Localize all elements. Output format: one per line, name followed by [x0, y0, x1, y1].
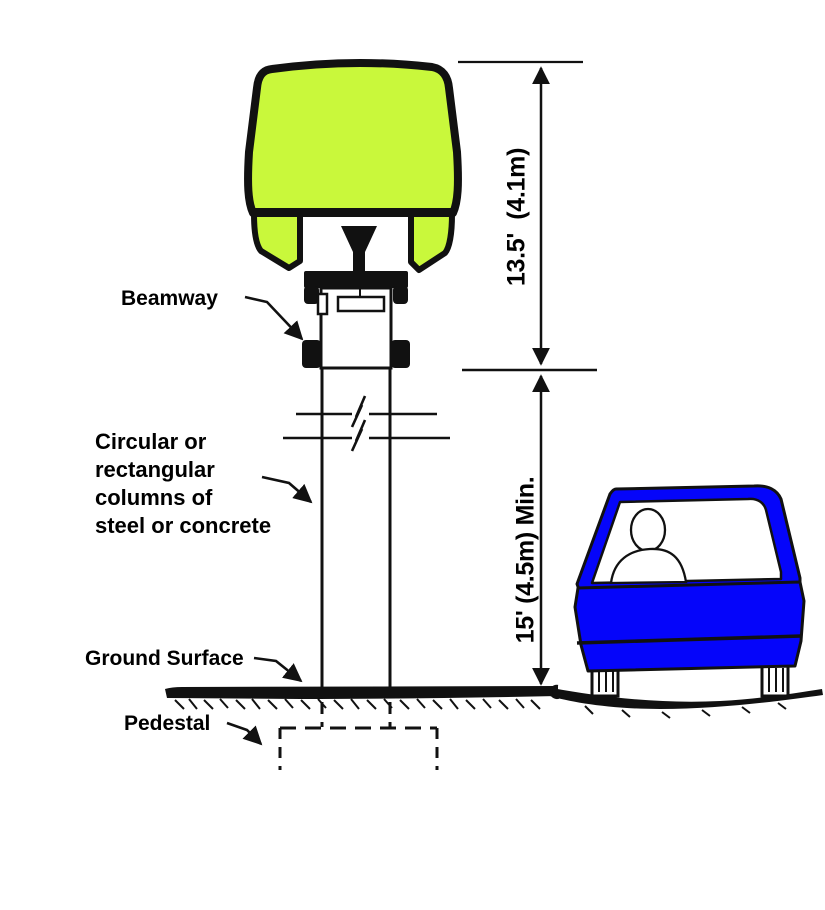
- beamway: [302, 271, 410, 370]
- car-body: [573, 580, 806, 673]
- beamway-top-flange: [304, 271, 408, 288]
- dimension-upper-text: 13.5' (4.1m): [502, 147, 531, 287]
- column-label-line-4: steel or concrete: [95, 513, 272, 538]
- ground-sketch-right: [550, 688, 823, 709]
- support-column: [320, 368, 392, 690]
- beamway-bottom-lug-left: [302, 340, 321, 368]
- leader-arrows: [226, 295, 313, 746]
- pedestal-label: Pedestal: [124, 712, 211, 735]
- break-zigzag-upper: [350, 395, 367, 428]
- ground-hatching: [174, 698, 541, 710]
- driver-torso: [609, 547, 688, 585]
- vehicle-guide-funnel: [341, 226, 377, 274]
- beamway-bottom-lug-right: [391, 340, 410, 368]
- dimension-lower-text: 15' (4.5m) Min.: [511, 476, 540, 644]
- column-label: Circular or rectangular columns of steel…: [95, 428, 271, 540]
- beamway-flange-lug-right: [393, 286, 408, 304]
- dimension-lower: [462, 368, 597, 686]
- column-break-symbol: [283, 395, 450, 452]
- beamway-detail-plate: [336, 295, 386, 313]
- ground-leader-arrow: [253, 656, 303, 683]
- vehicle-body: [244, 58, 462, 217]
- vehicle-skirt-right: [408, 211, 455, 273]
- monorail-vehicle: [244, 58, 462, 274]
- driver-head: [629, 507, 667, 553]
- column-label-line-1: Circular or: [95, 429, 207, 454]
- break-zigzag-lower: [350, 419, 367, 452]
- beamway-leader-arrow: [244, 295, 304, 341]
- car-wheel-right: [760, 662, 790, 698]
- vehicle-skirt-left: [251, 211, 303, 271]
- ground-curl: [549, 684, 561, 700]
- beamway-label: Beamway: [121, 287, 218, 310]
- pedestal-outline: [278, 702, 439, 770]
- column-leader-arrow: [261, 475, 313, 504]
- beamway-detail-left: [316, 292, 329, 316]
- ground-strip: [165, 686, 558, 699]
- pedestal-leader-arrow: [226, 721, 263, 746]
- ground-hatching-right: [584, 702, 787, 719]
- car-body-crease: [576, 634, 802, 645]
- beamway-flange-lug-left: [304, 286, 319, 304]
- ground-surface-label: Ground Surface: [85, 647, 244, 670]
- car: [573, 484, 806, 698]
- dimension-upper: [458, 60, 583, 366]
- ground-surface-line: [165, 684, 823, 719]
- column-label-line-3: columns of: [95, 485, 213, 510]
- column-label-line-2: rectangular: [95, 457, 215, 482]
